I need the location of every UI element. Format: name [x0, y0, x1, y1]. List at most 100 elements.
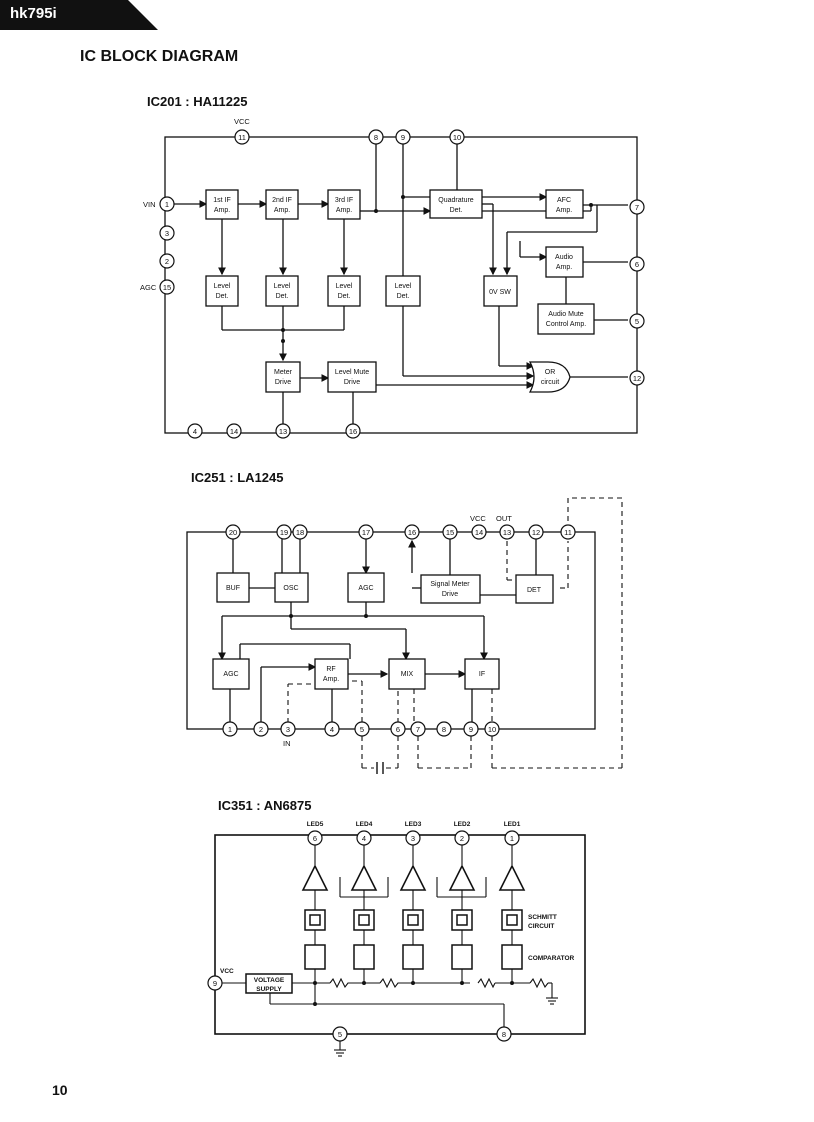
label-ic251-pins-p3: 3 — [286, 725, 290, 734]
led5-label: LED5 — [307, 821, 324, 828]
label-ic201-blocks-lvl4-1: Det. — [397, 293, 410, 300]
ic201-pin-9: 9 — [401, 133, 405, 142]
header-tab — [0, 0, 158, 30]
ic201-title: IC201 : HA11225 — [147, 94, 248, 109]
label-ic251-pins-p11: 11 — [564, 528, 572, 537]
label-ic351-led_pins-1: 4 — [362, 834, 366, 843]
block-level-det-3: Level — [336, 283, 353, 290]
ic201-pin-16: 16 — [349, 427, 357, 436]
label-ic351-voltage_supply-1: SUPPLY — [256, 986, 282, 993]
voltage-supply-label: VOLTAGE — [254, 977, 285, 984]
ic201-pin-15: 15 — [163, 283, 171, 292]
ic201-pin-14: 14 — [230, 427, 238, 436]
block-agc-bottom: AGC — [223, 671, 238, 678]
ic201-vcc-label: VCC — [234, 117, 250, 126]
ic201-pin-8: 8 — [374, 133, 378, 142]
label-ic351-led_pins-3: 2 — [460, 834, 464, 843]
ic201-pin-1: 1 — [165, 200, 169, 209]
label-ic251-pins-p9: 9 — [469, 725, 473, 734]
block-agc-top: AGC — [358, 585, 373, 592]
label-ic201-blocks-audio-1: Amp. — [556, 264, 572, 271]
label-ic251-pins-p16: 16 — [408, 528, 416, 537]
label-ic351-schmitt-1: CIRCUIT — [528, 923, 554, 930]
ic201-pin-11: 11 — [238, 133, 246, 142]
label-ic351-pin8: 8 — [502, 1030, 506, 1039]
page-title: IC BLOCK DIAGRAM — [80, 48, 239, 65]
label-ic251-pins-p4: 4 — [330, 725, 334, 734]
ic351-title: IC351 : AN6875 — [218, 798, 312, 813]
label-ic201-blocks-lvl1-1: Det. — [216, 293, 229, 300]
ic201-vin-label: VIN — [143, 200, 156, 209]
label-ic201-blocks-if2-1: Amp. — [274, 207, 290, 214]
label-ic201-blocks-or-1: circuit — [541, 379, 559, 386]
ic201-pin-2: 2 — [165, 257, 169, 266]
led4-label: LED4 — [356, 821, 373, 828]
label-ic251-pins-p6: 6 — [396, 725, 400, 734]
ic201-agc-label: AGC — [140, 283, 157, 292]
block-level-det-2: Level — [274, 283, 291, 290]
label-ic251-pins-p14: 14 — [475, 528, 483, 537]
label-ic351-led_pins-2: 3 — [411, 834, 415, 843]
label-ic251-pins-p8: 8 — [442, 725, 446, 734]
block-meter-drive: Meter — [274, 369, 293, 376]
label-ic251-pins-p17: 17 — [362, 528, 370, 537]
page-number: 10 — [52, 1082, 68, 1098]
label-ic251-pins-p5: 5 — [360, 725, 364, 734]
model-label: hk795i — [10, 5, 57, 22]
led1-label: LED1 — [504, 821, 521, 828]
label-ic201-blocks-quad-1: Det. — [450, 207, 463, 214]
label-ic351-led_pins-4: 1 — [510, 834, 514, 843]
led3-label: LED3 — [405, 821, 422, 828]
led2-label: LED2 — [454, 821, 471, 828]
block-quadrature: Quadrature — [438, 197, 474, 204]
label-ic201-blocks-lvl3-1: Det. — [338, 293, 351, 300]
label-ic201-blocks-afc-1: Amp. — [556, 207, 572, 214]
block-audio-amp: Audio — [555, 254, 573, 261]
label-ic201-blocks-if1-1: Amp. — [214, 207, 230, 214]
ic201-pin-5: 5 — [635, 317, 639, 326]
schmitt-label: SCHMITT — [528, 914, 557, 921]
label-ic251-pins-p1: 1 — [228, 725, 232, 734]
label-ic251-pins-p2: 2 — [259, 725, 263, 734]
label-ic201-blocks-if3-1: Amp. — [336, 207, 352, 214]
label-ic251-pins-p7: 7 — [416, 725, 420, 734]
ic201-pin-13: 13 — [279, 427, 287, 436]
comparator-label: COMPARATOR — [528, 955, 575, 962]
label-ic251-pins-p20: 20 — [229, 528, 237, 537]
block-2nd-if: 2nd IF — [272, 197, 292, 204]
ic201-pin-7: 7 — [635, 203, 639, 212]
block-afc: AFC — [557, 197, 571, 204]
label-ic201-blocks-mute_ctrl-1: Control Amp. — [546, 321, 587, 328]
ic201-pin-3: 3 — [165, 229, 169, 238]
block-level-mute: Level Mute — [335, 369, 369, 376]
ic351-vcc-label: VCC — [220, 968, 234, 975]
label-ic201-blocks-lvl2-1: Det. — [276, 293, 289, 300]
label-ic351-led_pins-0: 6 — [313, 834, 317, 843]
ic201-pin-10: 10 — [453, 133, 461, 142]
block-buf: BUF — [226, 585, 240, 592]
label-ic251-blocks-rf-1: Amp. — [323, 676, 339, 683]
block-or-circuit: OR — [545, 369, 556, 376]
block-det: DET — [527, 587, 542, 594]
block-audio-mute: Audio Mute — [548, 311, 584, 318]
label-ic251-pins-p18: 18 — [296, 528, 304, 537]
label-ic251-pins-p12: 12 — [532, 528, 540, 537]
label-ic251-pins-p13: 13 — [503, 528, 511, 537]
label-ic201-blocks-lvl_mute-1: Drive — [344, 379, 360, 386]
label-ic251-pins-p10: 10 — [488, 725, 496, 734]
ic201-pin-4: 4 — [193, 427, 197, 436]
block-mix: MIX — [401, 671, 414, 678]
block-1st-if: 1st IF — [213, 197, 231, 204]
label-ic251-blocks-sig-1: Drive — [442, 591, 458, 598]
block-if: IF — [479, 671, 485, 678]
ic201-pin-12: 12 — [633, 374, 641, 383]
block-3rd-if: 3rd IF — [335, 197, 353, 204]
block-0v-sw: 0V SW — [489, 289, 511, 296]
block-rf-amp: RF — [326, 666, 335, 673]
block-level-det-1: Level — [214, 283, 231, 290]
block-signal-meter: Signal Meter — [430, 581, 470, 588]
ic201-pin-6: 6 — [635, 260, 639, 269]
block-level-det-4: Level — [395, 283, 412, 290]
